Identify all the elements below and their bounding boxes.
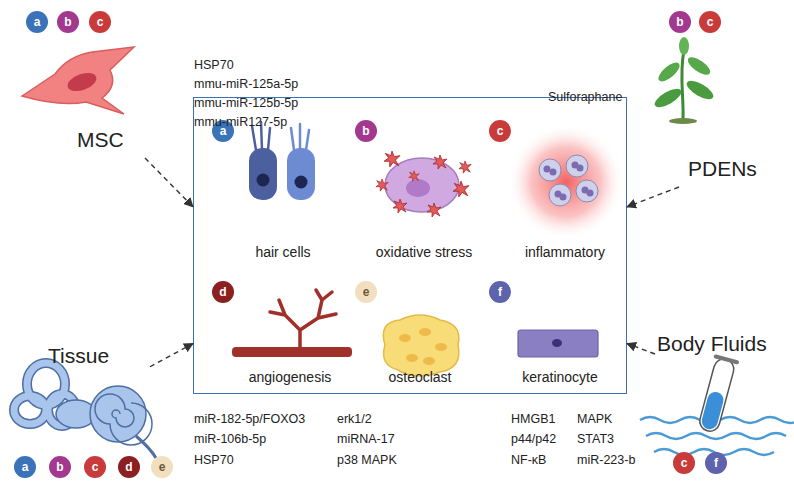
badge-letter: a — [34, 15, 41, 29]
dashed-arrow — [627, 344, 655, 354]
plant-icon — [652, 37, 716, 124]
molecule-label: mmu-miR-125a-5p — [194, 77, 298, 91]
effect-label: keratinocyte — [522, 369, 597, 385]
category-badge: b — [669, 11, 691, 33]
hair-cells-icon — [249, 122, 315, 200]
category-badge: e — [151, 456, 173, 478]
molecule-label: miR-223-b — [577, 453, 635, 467]
molecule-label: Sulforaphane — [548, 90, 622, 104]
dashed-arrow — [150, 344, 193, 367]
category-badge: c — [89, 11, 111, 33]
effect-label: inflammatory — [525, 244, 605, 260]
badge-letter: c — [97, 15, 104, 29]
dashed-arrow — [145, 158, 193, 207]
badge-letter: c — [681, 456, 688, 470]
category-badge: f — [489, 281, 511, 303]
badge-letter: b — [64, 15, 71, 29]
source-name: Body Fluids — [657, 332, 767, 356]
badge-letter: d — [125, 460, 132, 474]
molecule-label: p38 MAPK — [337, 453, 397, 467]
badge-letter: f — [714, 456, 718, 470]
badge-letter: b — [56, 460, 63, 474]
molecule-label: p44/p42 — [511, 432, 556, 446]
osteoclast-icon — [383, 315, 459, 376]
category-badge: c — [489, 120, 511, 142]
effect-label: hair cells — [255, 244, 310, 260]
effect-label: oxidative stress — [376, 244, 472, 260]
keratinocyte-icon — [518, 330, 598, 357]
badge-letter: a — [22, 460, 29, 474]
source-group: Tissue — [10, 338, 150, 453]
molecule-label: HSP70 — [194, 453, 234, 467]
angiogenesis-icon — [232, 290, 352, 357]
category-badge: c — [699, 11, 721, 33]
badge-letter: d — [219, 285, 226, 299]
badge-letter: b — [676, 15, 683, 29]
badge-letter: e — [363, 285, 370, 299]
dashed-arrow — [627, 187, 679, 207]
category-badge: b — [57, 11, 79, 33]
category-badge: a — [26, 11, 48, 33]
source-name: Tissue — [48, 344, 109, 368]
msc-cell — [22, 47, 134, 114]
badge-letter: f — [498, 285, 502, 299]
category-badge: a — [14, 456, 36, 478]
molecule-label: STAT3 — [577, 432, 614, 446]
category-badge: b — [49, 456, 71, 478]
badge-letter: c — [707, 15, 714, 29]
inner-ear-illustration — [14, 363, 156, 458]
badge-letter: c — [497, 124, 504, 138]
source-group: Body Fluids — [655, 328, 794, 458]
molecule-label: mmu-miR127-5p — [194, 115, 287, 129]
source-group: PDENs — [640, 35, 770, 187]
badge-letter: e — [159, 460, 166, 474]
category-badge: d — [212, 281, 234, 303]
effect-label: osteoclast — [388, 369, 451, 385]
effect-label: angiogenesis — [249, 369, 332, 385]
source-group: MSC — [20, 40, 145, 158]
badge-letter: c — [92, 460, 99, 474]
molecule-label: HSP70 — [194, 58, 234, 72]
molecule-label: MAPK — [577, 412, 612, 426]
molecule-label: NF-κB — [511, 453, 546, 467]
molecule-label: miR-106b-5p — [194, 432, 266, 446]
molecule-label: mmu-miR-125b-5p — [194, 96, 298, 110]
category-badge: c — [84, 456, 106, 478]
category-badge: e — [355, 281, 377, 303]
category-badge: f — [705, 452, 727, 474]
category-badge: c — [673, 452, 695, 474]
molecule-label: erk1/2 — [337, 412, 372, 426]
molecule-label: HMGB1 — [511, 412, 555, 426]
fluid-illustration — [640, 354, 794, 455]
molecule-label: miRNA-17 — [337, 432, 395, 446]
molecule-label: miR-182-5p/FOXO3 — [194, 412, 305, 426]
category-badge: d — [118, 456, 140, 478]
category-badge: b — [355, 120, 377, 142]
badge-letter: b — [362, 124, 369, 138]
source-name: PDENs — [688, 157, 757, 181]
source-name: MSC — [77, 128, 124, 152]
oxidative-stress-icon — [376, 151, 471, 217]
inflammation-icon — [508, 124, 624, 240]
